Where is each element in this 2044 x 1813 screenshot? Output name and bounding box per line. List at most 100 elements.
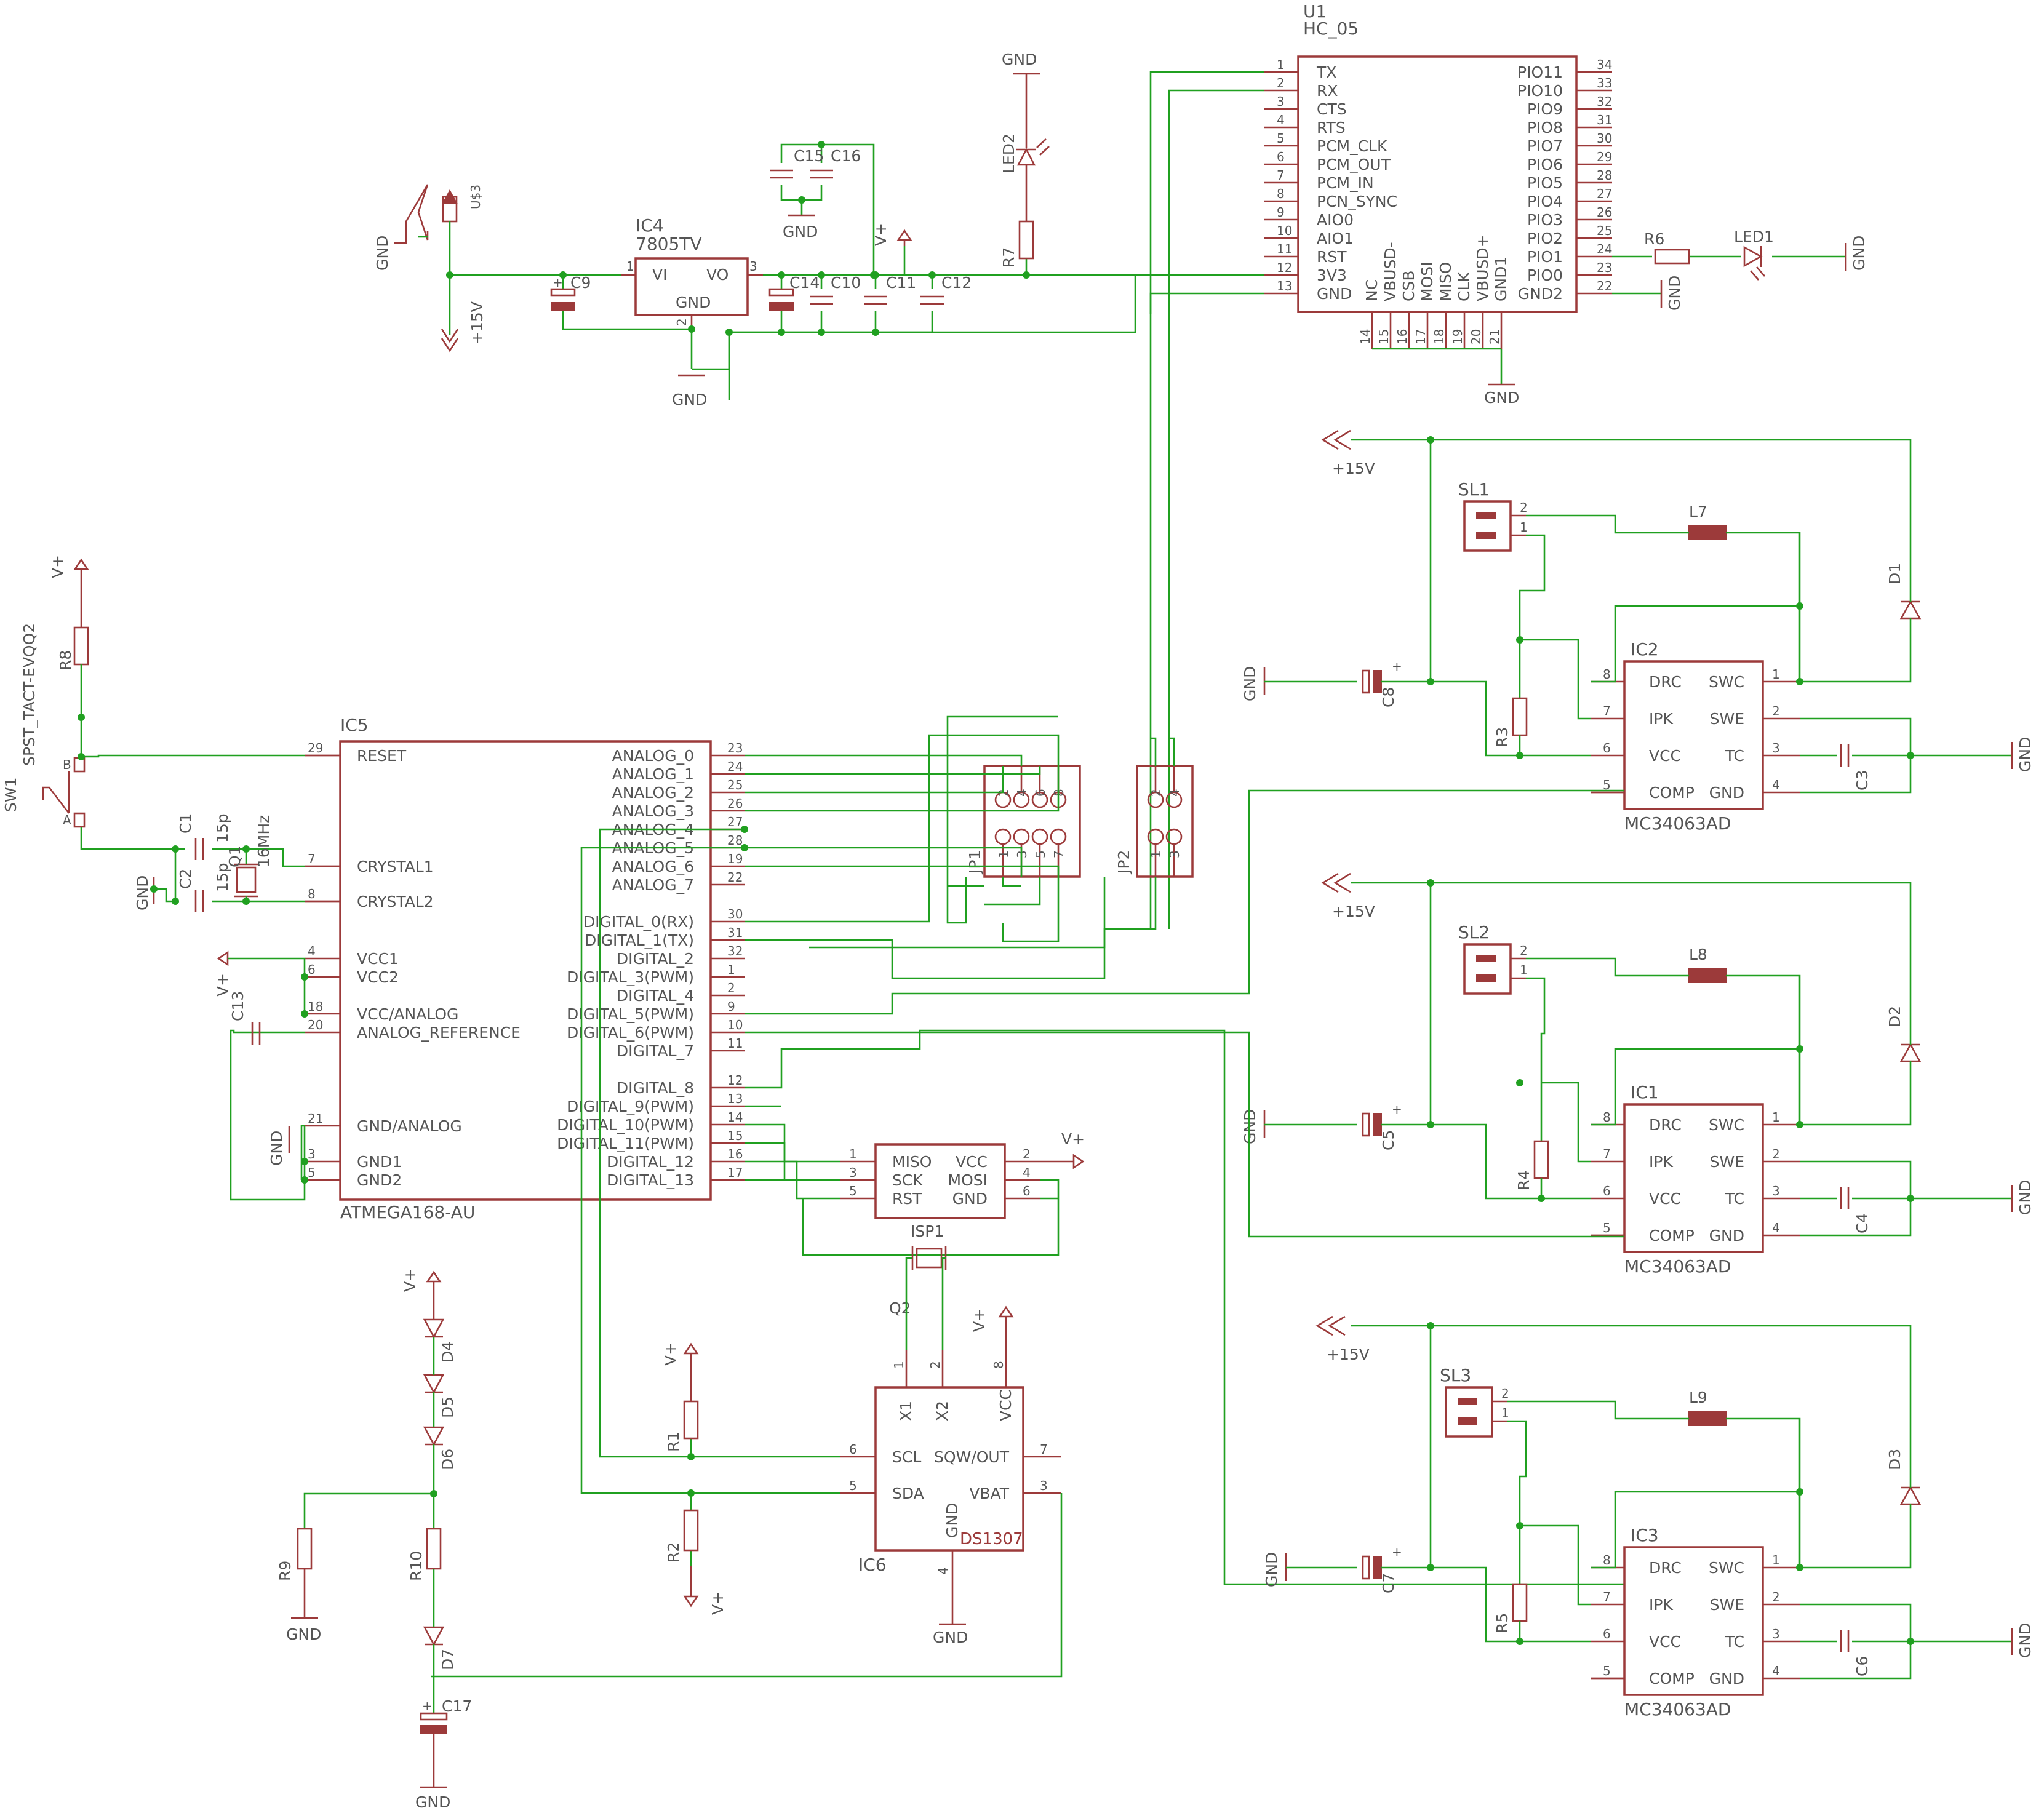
ic5-pin-label: ANALOG_0 [612,747,694,765]
svg-text:15p: 15p [214,813,231,843]
jp1-pin-number: 5 [1033,850,1048,858]
ic5-ref: IC5 [340,715,369,735]
u1-pin-number: 17 [1413,329,1428,345]
isp-pin-number: 5 [849,1184,857,1198]
comp-wiring [745,789,1624,1238]
svg-text:+: + [422,1699,433,1713]
mc-pin-label: GND [1709,1670,1744,1687]
ic5-pin-number: 24 [727,759,743,774]
mc-pin-label: VCC [1649,1190,1681,1208]
mc-pin-label: IPK [1649,1596,1673,1614]
u1-pin-number: 9 [1277,205,1285,220]
r7: R7 [1000,220,1034,268]
mc-pin-number: 7 [1603,1590,1611,1604]
gnd-label: GND [2016,1623,2034,1658]
u1-pin-number: 18 [1432,329,1447,345]
isp-pin-label: VCC [956,1153,988,1171]
mc-pin-label: TC [1725,1190,1744,1208]
cap-label: C7 [1379,1573,1397,1593]
u1-pin-number: 12 [1277,260,1292,275]
pin-number: 2 [1520,500,1528,515]
mc-pin-label: SWC [1709,673,1744,691]
jp2-pin-number: 3 [1167,850,1182,858]
plus-sign: + [1392,659,1402,674]
ic-value: MC34063AD [1624,813,1731,834]
u1-pin-label: GND2 [1518,285,1563,303]
ic5-pin-number: 9 [727,999,735,1014]
isp-pin-number: 4 [1023,1165,1031,1180]
u1-module: U1 HC_05 TX1RX2CTS3RTS4PCM_CLK5PCM_OUT6P… [1264,1,1612,350]
diode-label: D3 [1886,1449,1904,1470]
ic6-pin-number: 2 [928,1361,943,1369]
svg-text:C16: C16 [831,147,861,165]
mc-pin-number: 3 [1772,1627,1780,1641]
ic5-pin-number: 17 [727,1165,743,1180]
u1-pin-number: 22 [1597,279,1612,293]
isp-pin-label: MOSI [948,1171,988,1189]
plus-sign: + [1392,1102,1402,1117]
ic-value: MC34063AD [1624,1699,1731,1719]
ic5-pin-label: DIGITAL_7 [617,1042,694,1060]
svg-text:R7: R7 [1000,247,1018,268]
u1-pin-number: 7 [1277,168,1285,183]
svg-text:R1: R1 [665,1432,682,1452]
mc-pin-label: DRC [1649,1116,1682,1134]
ic5-pin-label: ANALOG_1 [612,765,694,783]
ic5-pin-label: ANALOG_REFERENCE [357,1024,521,1042]
ic6-pin-number: 3 [1040,1478,1048,1493]
u1-pin-label: PIO5 [1527,174,1563,192]
mc-pin-number: 4 [1772,778,1780,792]
ic5-pin-number: 29 [308,741,323,755]
mc-pin-number: 2 [1772,1147,1780,1162]
mc-pin-number: 1 [1772,667,1780,682]
mc-pin-label: COMP [1649,1670,1695,1687]
u1-pin-label: PIO9 [1527,100,1563,118]
u1-pin-label: AIO0 [1317,211,1354,229]
svg-text:+: + [553,275,563,290]
u1-pin-number: 25 [1597,223,1612,238]
u1-pin-label: PCM_CLK [1317,137,1387,155]
svg-text:R10: R10 [407,1551,425,1581]
ic5-pin-number: 28 [727,833,743,848]
c10: C10 [810,274,861,305]
ic5-pin-label: DIGITAL_4 [617,987,694,1005]
c16: C16 [810,147,861,179]
isp-pin-number: 1 [849,1147,857,1162]
svg-text:V+: V+ [661,1342,679,1366]
u1-pin-number: 19 [1450,329,1465,345]
svg-text:C17: C17 [442,1697,472,1715]
u1-pin-number: 8 [1277,186,1285,201]
r2: R2 V+ [665,1509,727,1615]
inductor-label: L7 [1689,503,1707,520]
ic5-pin-number: 12 [727,1073,743,1088]
mc-pin-number: 5 [1603,1221,1611,1235]
svg-text:GND: GND [676,293,711,311]
u1-pin-number: 11 [1277,242,1292,257]
svg-text:GND: GND [1850,236,1868,271]
u1-pin-label: TX [1316,63,1336,81]
svg-text:2: 2 [674,318,689,326]
ic-value: MC34063AD [1624,1256,1731,1277]
u1-pin-number: 32 [1597,94,1612,109]
ic5-pin-label: GND2 [357,1171,402,1189]
u1-pin-label: PIO2 [1527,229,1563,247]
ic-ref: IC1 [1631,1082,1659,1102]
mc-pin-number: 6 [1603,1627,1611,1641]
gnd-symbol: GND [1660,276,1683,311]
mc-pin-number: 3 [1772,741,1780,755]
ic5-pin-number: 10 [727,1018,743,1032]
svg-text:VO: VO [706,266,729,284]
isp-pin-number: 3 [849,1165,857,1180]
ic5-pin-number: 18 [308,999,323,1014]
isp-pin-number: 2 [1023,1147,1031,1162]
ic6-pin-number: 4 [936,1567,951,1575]
u1-ref: U1 [1303,1,1327,22]
u1-pin-label: CLK [1455,272,1473,301]
u1-pin-label: PIO4 [1527,193,1563,210]
c15: C15 [770,147,824,179]
us3-label: U$3 [468,185,483,209]
cap-label: C8 [1379,687,1397,707]
